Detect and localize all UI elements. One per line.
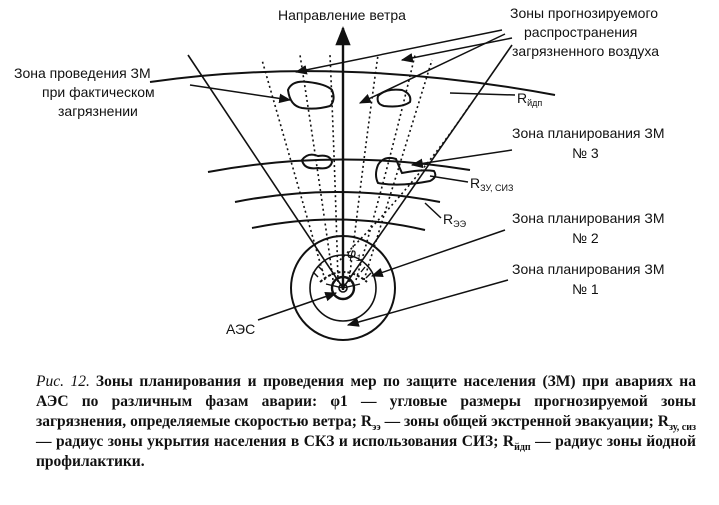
actual-zone-label-line1: Зона проведения ЗМ bbox=[14, 65, 151, 81]
r-shelter-sub: ЗУ, СИЗ bbox=[480, 183, 513, 193]
blob-actual-top bbox=[286, 80, 335, 110]
forecast-zones-label-line1: Зоны прогнозируемого bbox=[510, 5, 658, 21]
fan-line-4 bbox=[348, 54, 379, 283]
forecast-zones-label-line2: распространения bbox=[524, 24, 637, 40]
planning-zone-2-label-line1: Зона планирования ЗМ bbox=[512, 210, 665, 226]
r-evac-main: R bbox=[443, 211, 453, 227]
figure-caption: Рис. 12.Зоны планирования и проведения м… bbox=[36, 372, 696, 472]
planning-zone-3-label-line1: Зона планирования ЗМ bbox=[512, 125, 665, 141]
phi-label: φ1 bbox=[347, 245, 361, 263]
fan-line-5 bbox=[355, 54, 416, 281]
caption-sub-1: ээ bbox=[372, 422, 381, 434]
phi-inner-sector bbox=[325, 283, 361, 289]
phi-sub: 1 bbox=[356, 253, 361, 263]
caption-sub-2: зу, сиз bbox=[668, 422, 696, 434]
blob-mid-right bbox=[375, 156, 437, 186]
r-shelter-main: R bbox=[470, 175, 480, 191]
pointer-npp bbox=[257, 291, 338, 321]
planning-zone-circles bbox=[290, 235, 396, 341]
caption-part-1: Зоны планирования и проведения мер по за… bbox=[36, 373, 696, 430]
sector-left-line bbox=[187, 54, 344, 289]
wind-direction-label: Направление ветра bbox=[278, 7, 406, 23]
blob-forecast-top bbox=[376, 88, 412, 108]
planning-zone-1-outer-circle bbox=[290, 235, 396, 341]
blob-mid-left bbox=[300, 153, 334, 170]
caption-part-4: — радиус зоны йодной профилактики. bbox=[36, 433, 696, 470]
zone-1-hatching bbox=[312, 265, 372, 279]
planning-zone-2-label-line2: № 2 bbox=[572, 230, 599, 246]
hatch-tick bbox=[360, 266, 366, 273]
pointer-planning-3 bbox=[410, 149, 513, 169]
actual-zone-label-line3: загрязнении bbox=[58, 103, 138, 119]
pointer-forecast-2 bbox=[358, 33, 506, 104]
fan-line-6 bbox=[363, 59, 433, 281]
caption-part-2: — зоны общей экстренной эвакуации; R bbox=[380, 413, 669, 430]
r-evac-sub: ЭЭ bbox=[453, 219, 466, 229]
npp-label: АЭС bbox=[226, 321, 255, 337]
arc-inner bbox=[251, 218, 426, 231]
phi-angle-arc bbox=[319, 271, 368, 283]
hatch-tick bbox=[317, 265, 324, 272]
caption-part-3: — радиус зоны укрытия населения в СКЗ и … bbox=[36, 433, 515, 450]
pointer-actual-zone bbox=[189, 84, 292, 104]
npp-center bbox=[338, 283, 348, 293]
pointer-forecast-3 bbox=[400, 37, 513, 63]
pointer-r-yodine bbox=[449, 92, 516, 96]
arc-r-evac bbox=[234, 191, 441, 203]
r-yodine-sub: йдп bbox=[527, 98, 542, 108]
phi-symbol: φ bbox=[347, 245, 356, 261]
pointer-r-shelter bbox=[429, 175, 469, 183]
zone-arcs bbox=[149, 70, 556, 231]
planning-zone-2-circle bbox=[309, 254, 377, 322]
sector-right-line bbox=[342, 44, 513, 289]
r-evac-label: RЭЭ bbox=[443, 211, 467, 229]
r-shelter-label: RЗУ, СИЗ bbox=[470, 175, 513, 193]
arc-r-shelter bbox=[207, 158, 471, 173]
caption-sub-3: йдп bbox=[514, 442, 531, 454]
sector-boundaries bbox=[187, 44, 513, 289]
forecast-fan-lines bbox=[261, 54, 471, 283]
pointer-r-evac bbox=[424, 202, 442, 219]
contamination-blobs bbox=[286, 80, 437, 186]
actual-zone-label-line2: при фактическом bbox=[42, 84, 155, 100]
planning-zone-3-label-line2: № 3 bbox=[572, 145, 599, 161]
r-yodine-label: Rйдп bbox=[517, 90, 542, 108]
hatch-tick bbox=[312, 271, 319, 278]
forecast-zones-label-line3: загрязненного воздуха bbox=[512, 43, 659, 59]
pointer-arrows bbox=[189, 29, 516, 327]
pointer-planning-1 bbox=[346, 279, 509, 327]
r-yodine-main: R bbox=[517, 90, 527, 106]
planning-zone-1-label-line1: Зона планирования ЗМ bbox=[512, 261, 665, 277]
npp-protection-zones-diagram: Направление ветра Зоны прогнозируемого р… bbox=[14, 5, 665, 341]
npp-ring bbox=[330, 275, 356, 301]
pointer-forecast-1 bbox=[294, 29, 503, 75]
fan-line-7 bbox=[339, 104, 471, 261]
pointer-planning-2 bbox=[370, 229, 506, 278]
figure-number: Рис. 12. bbox=[36, 373, 90, 390]
planning-zone-1-label-line2: № 1 bbox=[572, 281, 599, 297]
hatch-tick bbox=[365, 272, 372, 279]
arc-r-yodine bbox=[149, 70, 556, 96]
